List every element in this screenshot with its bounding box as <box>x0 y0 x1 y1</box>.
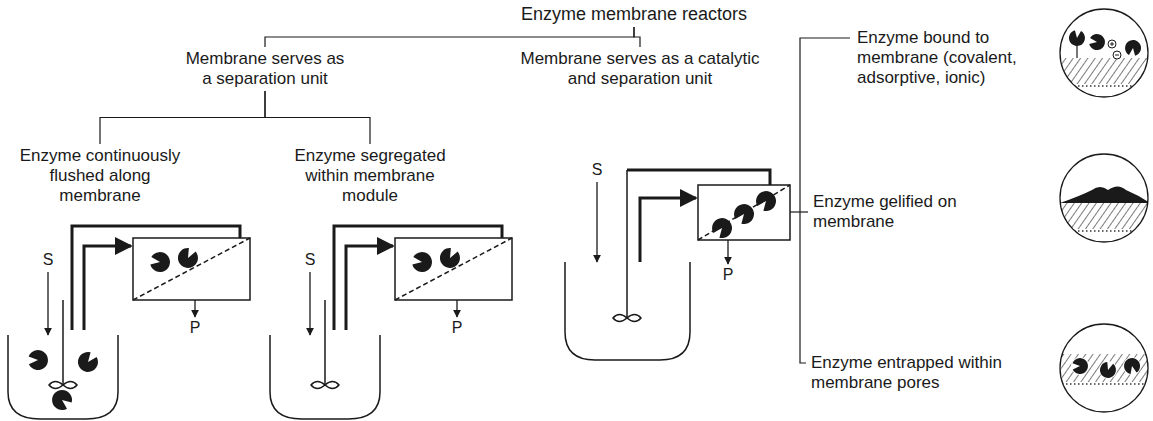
stream-label: S <box>303 251 318 269</box>
tree-connector <box>100 91 265 144</box>
reactor-catalytic <box>565 170 808 360</box>
node-text: Enzyme gelified on membrane <box>813 192 957 232</box>
node-text: Enzyme membrane reactors <box>507 4 761 25</box>
heading-node: Enzyme segregated within membrane module <box>290 145 450 207</box>
heading-node: Membrane serves as a separation unit <box>178 48 353 90</box>
node-text: Membrane serves as a catalytic and separ… <box>513 49 767 89</box>
heading-node: Enzyme membrane reactors <box>504 3 764 26</box>
reactor-segregated <box>270 226 512 419</box>
bound-enzyme-detail <box>1050 9 1153 97</box>
tree-connector <box>265 91 370 144</box>
tree-connector <box>265 27 634 47</box>
reactor-flushed <box>8 226 250 419</box>
tree-connector <box>634 27 640 47</box>
heading-node: Enzyme bound to membrane (covalent, adso… <box>854 27 1039 89</box>
heading-node: Enzyme entrapped within membrane pores <box>808 352 1013 394</box>
node-text: Enzyme segregated within membrane module <box>293 146 447 206</box>
stream-label: S <box>590 161 605 179</box>
stream-label: P <box>721 266 736 284</box>
heading-node: Enzyme gelified on membrane <box>810 191 960 233</box>
heading-node: Enzyme continuously flushed along membra… <box>10 145 190 207</box>
heading-node: Membrane serves as a catalytic and separ… <box>510 48 770 90</box>
entrapped-enzyme-detail <box>1050 324 1153 412</box>
stream-label: P <box>188 319 203 337</box>
node-text: Enzyme bound to membrane (covalent, adso… <box>857 28 1036 88</box>
node-text: Enzyme continuously flushed along membra… <box>13 146 187 206</box>
node-text: Enzyme entrapped within membrane pores <box>811 353 1010 393</box>
stream-label: S <box>41 251 56 269</box>
stream-label: P <box>450 319 465 337</box>
gelified-enzyme-detail <box>1050 154 1153 242</box>
node-text: Membrane serves as a separation unit <box>181 49 350 89</box>
